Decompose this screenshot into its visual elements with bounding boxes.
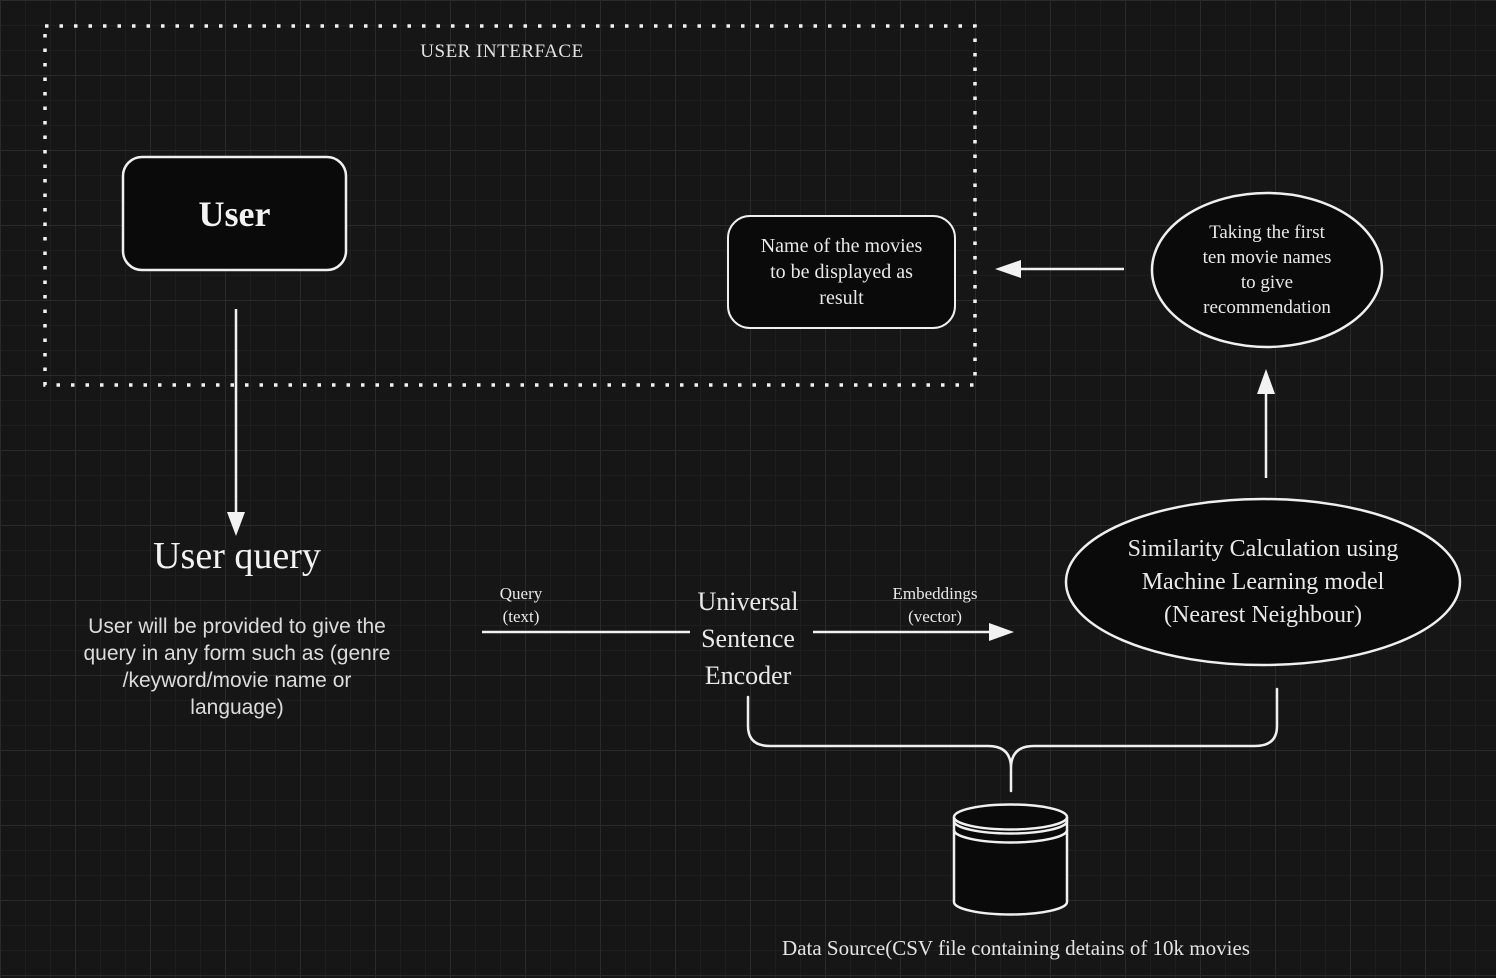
similarity-node-shape [1064, 497, 1462, 667]
result-node-label: Name of the movies to be displayed as re… [760, 235, 923, 309]
similarity-node-label: Similarity Calculation using Machine Lea… [1127, 535, 1399, 628]
user-query-description: User will be provided to give the query … [83, 615, 391, 719]
encoder-to-similarity-arrowhead-icon [989, 623, 1014, 641]
similarity-to-recommendation-arrowhead-icon [1257, 369, 1275, 394]
user-query-title: User query [153, 535, 321, 577]
recommendation-node-shape [1150, 191, 1384, 349]
encoder-node-label: Universal Sentence Encoder [697, 587, 799, 690]
query-edge-label: Query (text) [499, 584, 543, 626]
database-icon [952, 803, 1069, 916]
user-interface-boundary [43, 24, 977, 387]
user-node-label: User [198, 193, 271, 234]
recommendation-to-result-arrowhead-icon [995, 260, 1021, 278]
data-source-caption: Data Source(CSV file containing detains … [782, 936, 1250, 960]
brace-connector [746, 687, 1279, 793]
result-node-shape [727, 215, 956, 329]
user-to-query-arrowhead-icon [227, 512, 245, 536]
user-node-shape [121, 155, 348, 272]
database-ring-2 [952, 829, 1069, 844]
user-interface-title: USER INTERFACE [420, 41, 584, 62]
database-body [952, 817, 1069, 916]
database-top [952, 803, 1069, 831]
embeddings-edge-label: Embeddings (vector) [892, 584, 978, 626]
recommendation-node-label: Taking the first ten movie names to give… [1202, 222, 1332, 318]
database-ring-1 [952, 820, 1069, 835]
